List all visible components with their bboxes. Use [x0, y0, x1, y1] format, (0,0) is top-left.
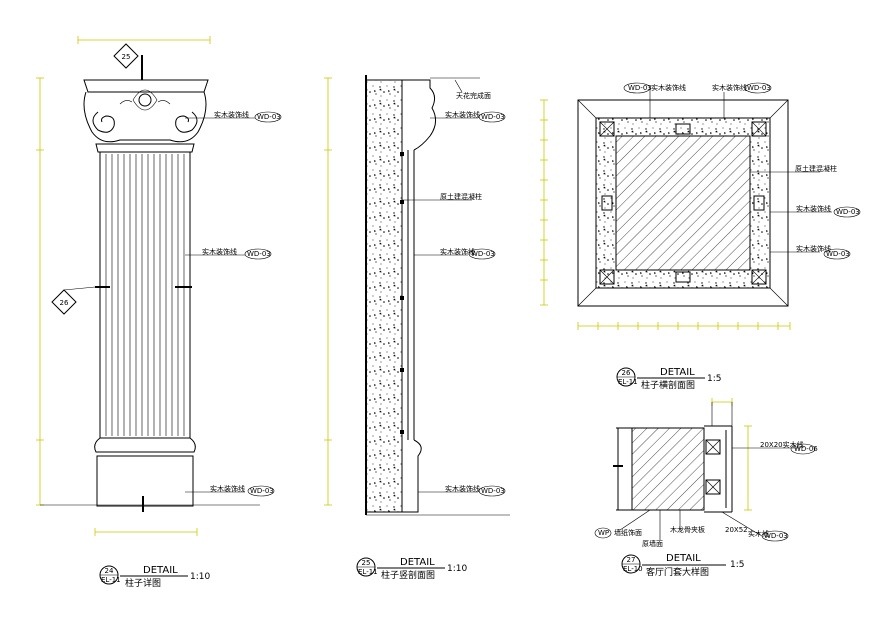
- detail-26-scale: 1:5: [707, 374, 721, 384]
- detail-25-scale: 1:10: [447, 564, 467, 574]
- label-molding-1: 实木装饰线: [214, 110, 249, 119]
- detail-25-sheet: EL-11: [358, 568, 378, 576]
- label-wd03-1: WD-03: [257, 113, 281, 121]
- label-wd03-3: WD-03: [250, 487, 274, 495]
- label-molding-3: 实木装饰线: [210, 484, 245, 493]
- detail-24-title: 柱子详图: [125, 577, 161, 589]
- detail-27-sheet: EL-10: [623, 565, 643, 573]
- section-callout-26[interactable]: 26: [51, 286, 96, 315]
- section-callout-25[interactable]: 25: [113, 43, 139, 69]
- label-wd03-2: WD-03: [247, 250, 271, 258]
- label-26-molding-right-2: 实木装饰线: [796, 244, 831, 253]
- label-25-wd03-2: WD-03: [471, 250, 495, 258]
- detail-25-title: 柱子竖剖面图: [381, 569, 435, 581]
- detail-27-door-casing: 20X20实木线 WD-06 WP 墙纸饰面 原墙面 木龙骨夹板 20X52 实…: [594, 398, 818, 578]
- label-26-molding-top-right: 实木装饰线: [712, 83, 747, 92]
- label-20x52: 20X52: [725, 526, 748, 534]
- detail-27-scale: 1:5: [730, 560, 744, 570]
- label-25-molding-1: 实木装饰线: [445, 110, 480, 119]
- detail-27-number: 27: [627, 556, 636, 564]
- label-molding-2: 实木装饰线: [202, 247, 237, 256]
- label-original-wall: 原墙面: [642, 539, 663, 548]
- label-26-wd03-top-left: WD-03: [628, 84, 652, 92]
- detail-24-word: DETAIL: [143, 565, 178, 576]
- label-25-molding-2: 实木装饰线: [440, 247, 475, 256]
- label-26-wd03-top-right: WD-03: [747, 84, 771, 92]
- label-26-wd03-right-2: WD-03: [826, 250, 850, 258]
- callout-26-label: 26: [60, 299, 69, 307]
- detail-24-sheet: EL-11: [101, 576, 121, 584]
- label-wp: WP: [598, 529, 609, 537]
- detail-27-title: 客厅门套大样图: [646, 566, 709, 578]
- label-ceiling-finish: 天花完成面: [456, 91, 491, 100]
- label-25-wd03-1: WD-03: [481, 113, 505, 121]
- detail-26-title: 柱子横剖面图: [641, 379, 695, 391]
- detail-24-title-block: 24 EL-11 DETAIL 柱子详图 1:10: [99, 565, 210, 589]
- detail-25-title-block: 25 EL-11 DETAIL 柱子竖剖面图 1:10: [356, 557, 467, 581]
- detail-25-word: DETAIL: [400, 557, 435, 568]
- detail-24-number: 24: [105, 567, 114, 575]
- label-25-molding-3: 实木装饰线: [445, 484, 480, 493]
- label-26-wd03-right-1: WD-03: [836, 208, 860, 216]
- detail-24-scale: 1:10: [190, 572, 210, 582]
- detail-26-title-block: 26 EL-11 DETAIL 柱子横剖面图 1:5: [616, 367, 721, 391]
- label-concrete-column-26: 原土建混凝柱: [795, 164, 837, 173]
- callout-25-label: 25: [122, 53, 131, 61]
- detail-26-sheet: EL-11: [618, 378, 638, 386]
- detail-27-title-block: 27 EL-10 DETAIL 客厅门套大样图 1:5: [621, 553, 744, 578]
- label-25-wd03-3: WD-03: [481, 487, 505, 495]
- detail-27-word: DETAIL: [666, 553, 701, 564]
- detail-26-horizontal-section: WD-03 实木装饰线 WD-03 实木装饰线 原土建混凝柱 实木装饰线 WD-…: [540, 82, 861, 391]
- label-26-molding-top: 实木装饰线: [651, 83, 686, 92]
- label-concrete-column-25: 原土建混凝柱: [440, 192, 482, 201]
- label-wd06: WD-06: [794, 445, 818, 453]
- detail-26-number: 26: [622, 369, 631, 377]
- label-26-molding-right-1: 实木装饰线: [796, 204, 831, 213]
- label-20x20-molding: 20X20实木线: [760, 440, 804, 449]
- label-wood-keel-plywood: 木龙骨夹板: [670, 525, 705, 534]
- label-27-molding: 实木线: [748, 529, 769, 538]
- detail-26-word: DETAIL: [660, 367, 695, 378]
- label-wallpaper-finish: 墙纸饰面: [614, 528, 642, 537]
- detail-25-vertical-section: 天花完成面 实木装饰线 WD-03 原土建混凝柱 实木装饰线 WD-03 实木装…: [324, 75, 510, 581]
- detail-25-number: 25: [362, 559, 371, 567]
- detail-24-column-elevation: 25 26 实木装饰线 WD-03 实木装饰线 WD-03 实木装饰线 WD-0…: [36, 36, 282, 589]
- label-27-wd03: WD-03: [764, 532, 788, 540]
